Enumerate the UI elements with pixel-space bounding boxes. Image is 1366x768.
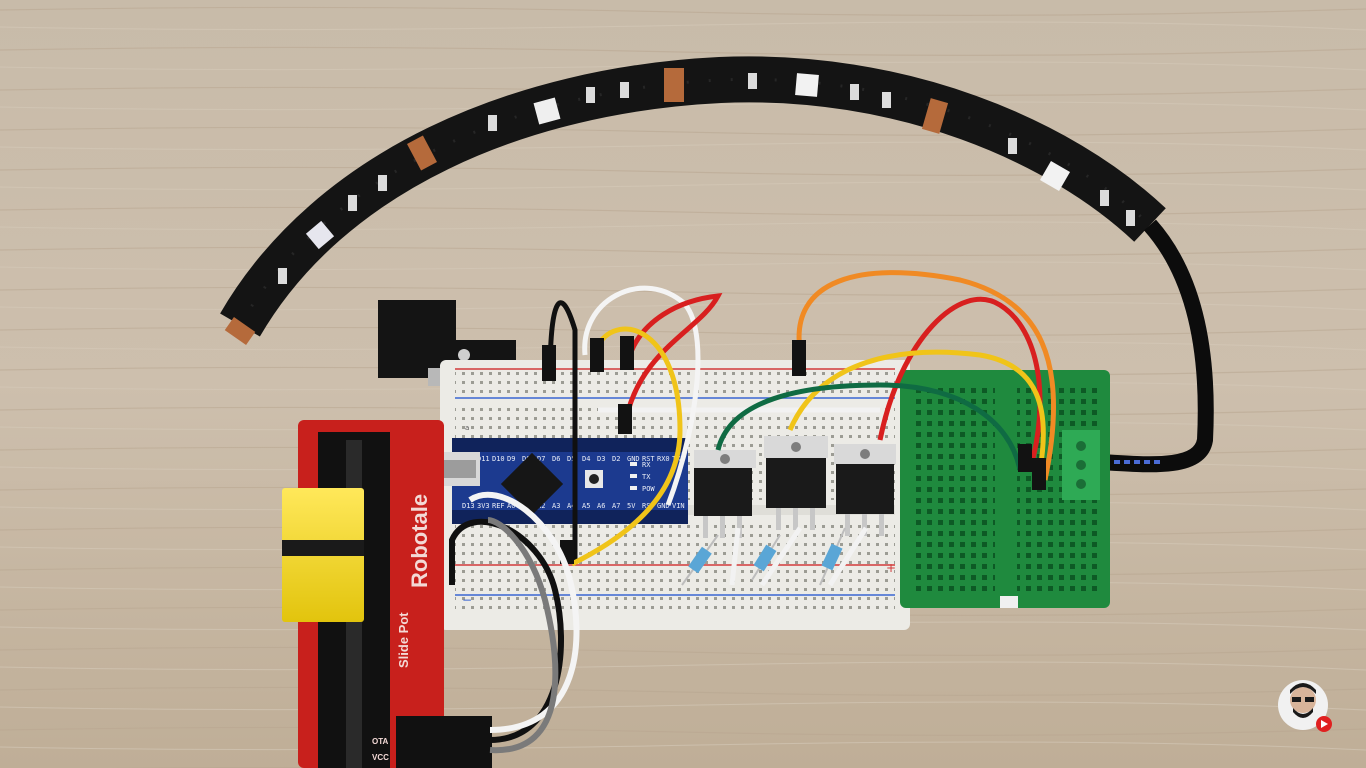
led-chip xyxy=(795,73,819,97)
nano-pin-label-top: D10 xyxy=(492,455,505,463)
nano-pin-label-bottom: 5V xyxy=(627,502,636,510)
wire-white xyxy=(582,285,701,506)
nano-pin-label-bottom: 3V3 xyxy=(477,502,490,510)
copper-pad xyxy=(407,135,437,171)
nano-pin-label-top: GND xyxy=(627,455,640,463)
smd-resistor xyxy=(882,92,891,108)
nano-pin-label-top: D9 xyxy=(507,455,515,463)
nano-pin-label-top: D2 xyxy=(612,455,620,463)
wire-green xyxy=(715,382,1023,471)
smd-resistor xyxy=(348,195,357,211)
smd-resistor xyxy=(586,87,595,103)
wire-gray-pot xyxy=(487,517,559,754)
smd-resistor xyxy=(620,82,629,98)
nano-pin-label-bottom: A6 xyxy=(597,502,605,510)
mosfet-1 xyxy=(694,450,756,538)
slide-pot-pin-ota: OTA xyxy=(372,737,389,746)
slide-pot-title: Slide Pot xyxy=(396,612,411,668)
slide-potentiometer: Robotale Slide Pot OTA VCC xyxy=(282,420,444,768)
nano-pin-label-bottom: A0 xyxy=(507,502,515,510)
wire-white-pot xyxy=(468,491,580,733)
nano-pin-label-top: D3 xyxy=(597,455,605,463)
mosfet-2 xyxy=(764,436,828,530)
nano-led-labels: RX TX POW xyxy=(630,461,655,493)
wire-orange xyxy=(796,270,1057,481)
wire-yellow xyxy=(570,326,683,567)
mini-breadboard xyxy=(900,370,1110,608)
jumper-header-pins xyxy=(542,336,1046,564)
nano-pin-label-top: RX0 xyxy=(657,455,670,463)
white-jumper xyxy=(827,526,869,587)
wire-yellow-right xyxy=(787,349,1046,471)
led-label-pow: POW xyxy=(642,485,655,493)
wire-red xyxy=(623,293,723,421)
nano-pin-label-top: RST xyxy=(642,455,655,463)
slide-pot-brand: Robotale xyxy=(407,494,432,588)
nano-pin-label-bottom: GND xyxy=(657,502,670,510)
nano-pin-label-bottom: A5 xyxy=(582,502,590,510)
breadboard-plus-mark: + xyxy=(886,561,896,575)
white-jumper xyxy=(759,526,803,587)
white-jumper xyxy=(729,527,741,586)
dupont-header xyxy=(396,716,492,768)
nano-pin-label-bottom: A3 xyxy=(552,502,560,510)
channel-avatar[interactable] xyxy=(1278,680,1332,732)
slider-knob[interactable] xyxy=(282,488,364,622)
nano-pin-label-bottom: A4 xyxy=(567,502,575,510)
smd-resistor xyxy=(748,73,757,89)
smd-resistor xyxy=(278,268,287,284)
breadboard-minus-mark: − xyxy=(462,593,472,607)
led-label-tx: TX xyxy=(642,473,651,481)
smd-resistor xyxy=(850,84,859,100)
nano-pin-label-top: D5 xyxy=(567,455,575,463)
led-strip xyxy=(220,56,1166,346)
nano-pin-label-top: D7 xyxy=(537,455,545,463)
nano-pin-label-top: D11 xyxy=(477,455,490,463)
smd-resistor xyxy=(1008,138,1017,154)
led-chip xyxy=(305,220,335,250)
smd-resistor xyxy=(378,175,387,191)
led-chip xyxy=(533,97,561,125)
screw-terminal-block xyxy=(1062,430,1100,500)
led-label-rx: RX xyxy=(642,461,651,469)
youtube-play-icon xyxy=(1316,716,1332,732)
nano-pin-label-bottom: REF xyxy=(492,502,505,510)
nano-pin-label-top: D4 xyxy=(582,455,590,463)
nano-pin-label-bottom: A2 xyxy=(537,502,545,510)
nano-pin-label-top: D6 xyxy=(552,455,560,463)
nano-pin-label-bottom: A7 xyxy=(612,502,620,510)
slide-pot-pin-vcc: VCC xyxy=(372,753,389,762)
led-chip xyxy=(1039,160,1071,192)
nano-pin-label-bottom: D13 xyxy=(462,502,475,510)
smd-resistor xyxy=(1100,190,1109,206)
strip-cable xyxy=(1099,219,1214,473)
smd-resistor xyxy=(488,115,497,131)
smd-resistor xyxy=(1126,210,1135,226)
mosfet-3 xyxy=(834,444,896,536)
resistor-2 xyxy=(751,534,781,581)
copper-pad xyxy=(224,316,256,346)
row-letter: a xyxy=(465,424,469,432)
copper-pad xyxy=(921,98,949,134)
copper-pad xyxy=(664,68,684,102)
nano-pin-label-bottom: VIN xyxy=(672,502,685,510)
resistor-1 xyxy=(681,534,719,586)
nano-microcontroller-chip xyxy=(500,452,564,516)
resistor-3 xyxy=(819,527,846,586)
